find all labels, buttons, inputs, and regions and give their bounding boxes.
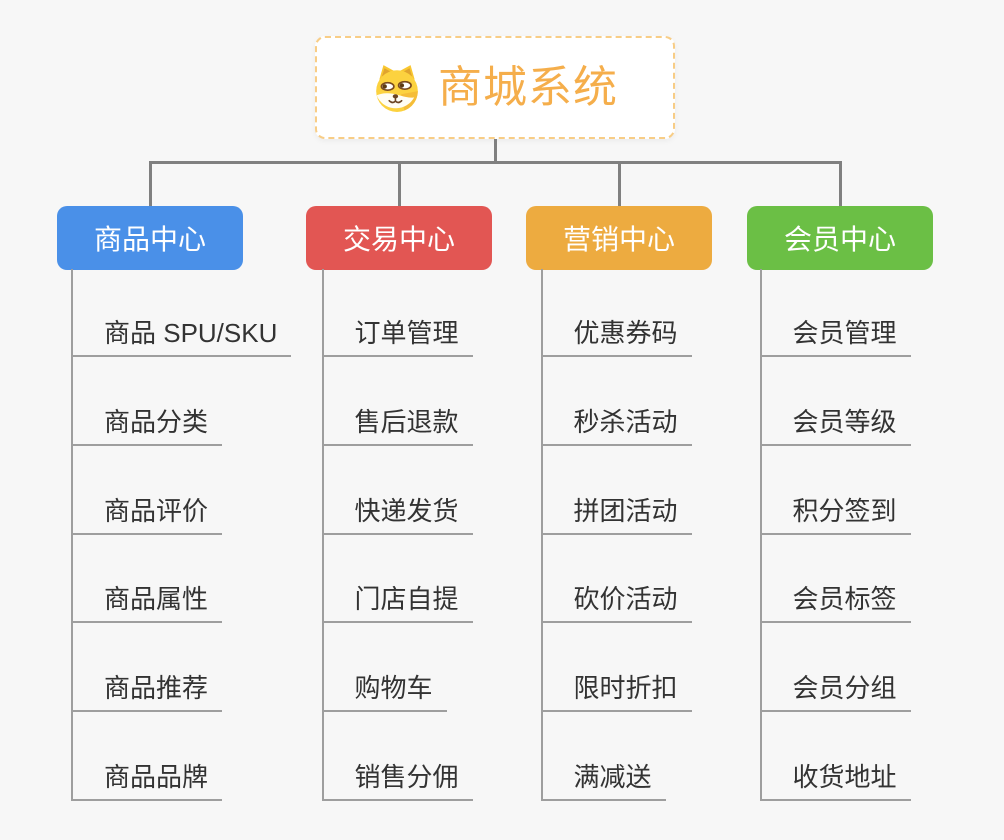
root-node-mall-system[interactable]: 商城系统 [315, 36, 675, 139]
connector-bus [148, 161, 842, 164]
branch-node-product-center[interactable]: 商品中心 [57, 206, 243, 270]
connector-drop-3 [617, 163, 621, 206]
child-node[interactable]: 商品评价 [71, 493, 223, 535]
child-node[interactable]: 商品品牌 [71, 759, 223, 801]
child-node[interactable]: 门店自提 [321, 581, 473, 623]
child-node[interactable]: 秒杀活动 [540, 404, 692, 446]
child-node[interactable]: 商品推荐 [71, 670, 223, 712]
root-node-label: 商城系统 [438, 62, 618, 112]
connector-drop-4 [838, 163, 842, 206]
branch-node-trade-center[interactable]: 交易中心 [306, 206, 492, 270]
child-node[interactable]: 会员等级 [759, 404, 911, 446]
branch-trunk-1 [71, 269, 73, 801]
child-node[interactable]: 优惠券码 [540, 315, 692, 357]
branch-node-marketing-center[interactable]: 营销中心 [526, 206, 712, 270]
shiba-dog-face-icon [376, 64, 418, 112]
child-node[interactable]: 快递发货 [321, 493, 473, 535]
child-node[interactable]: 订单管理 [321, 315, 473, 357]
child-node[interactable]: 限时折扣 [540, 670, 692, 712]
child-node[interactable]: 会员分组 [759, 670, 911, 712]
branch-trunk-3 [540, 269, 543, 801]
branch-trunk-2 [321, 269, 324, 801]
child-node[interactable]: 售后退款 [321, 404, 473, 446]
branch-node-member-center[interactable]: 会员中心 [747, 206, 933, 270]
branch-trunk-4 [759, 269, 762, 801]
child-node[interactable]: 购物车 [321, 670, 447, 712]
child-node[interactable]: 商品属性 [71, 581, 223, 623]
connector-drop-1 [148, 163, 152, 206]
child-node[interactable]: 商品分类 [71, 404, 223, 446]
child-node[interactable]: 收货地址 [759, 759, 911, 801]
child-node[interactable]: 满减送 [540, 759, 666, 801]
child-node[interactable]: 销售分佣 [321, 759, 473, 801]
child-node[interactable]: 商品 SPU/SKU [71, 315, 292, 357]
connector-root-drop [493, 139, 497, 163]
child-node[interactable]: 会员标签 [759, 581, 911, 623]
child-node[interactable]: 积分签到 [759, 493, 911, 535]
child-node[interactable]: 拼团活动 [540, 493, 692, 535]
connector-drop-2 [397, 163, 401, 206]
child-node[interactable]: 会员管理 [759, 315, 911, 357]
child-node[interactable]: 砍价活动 [540, 581, 692, 623]
